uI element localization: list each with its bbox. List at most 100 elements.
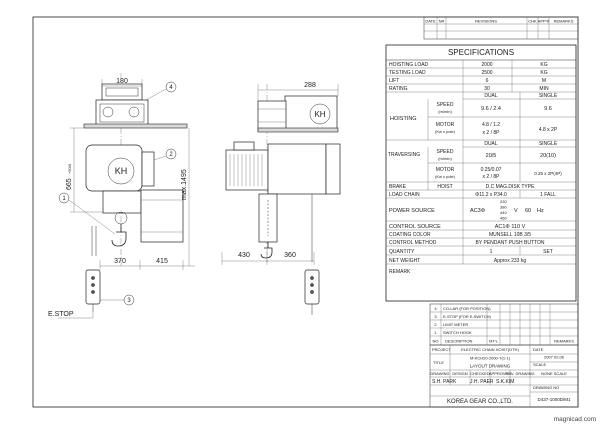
tb-role-design: DESIGN bbox=[452, 371, 467, 376]
dim-front-bottom-left: 370 bbox=[114, 258, 126, 265]
tb-drawing-no: D437-1000D/M1 bbox=[537, 397, 571, 402]
spec-remark-label: REMARK bbox=[389, 269, 411, 275]
spec-hoisting-motor-label: MOTOR bbox=[436, 122, 455, 128]
dim-front-height-tol: +50/0 bbox=[67, 163, 72, 174]
dim-side-bottom-right: 360 bbox=[284, 252, 296, 259]
spec-control-method-label: CONTROL METHOD bbox=[389, 240, 437, 246]
watermark: magnicad.com bbox=[554, 416, 596, 423]
tb-name-drawing: S.H. PARK bbox=[432, 379, 457, 385]
spec-traversing-speed-single: 20(10) bbox=[540, 153, 556, 159]
parts-header-remark: REMARKS bbox=[554, 339, 574, 344]
tb-role-approved: APPROVED bbox=[489, 371, 511, 376]
part-no-4: 4 bbox=[434, 306, 437, 311]
spec-hoisting-speed-label: SPEED bbox=[437, 102, 454, 108]
spec-lift-unit: M bbox=[542, 78, 546, 84]
spec-rating-label: RATING bbox=[389, 86, 408, 92]
dim-side-top: 288 bbox=[304, 82, 316, 89]
part-no-1: 1 bbox=[434, 330, 437, 335]
rev-header-appr: APP'R bbox=[538, 19, 550, 24]
spec-lift-value: 6 bbox=[486, 78, 489, 84]
spec-power-v2: 380 bbox=[500, 205, 507, 210]
spec-net-weight-value: Approx 233 kg bbox=[494, 258, 526, 264]
callout-1: 1 bbox=[62, 196, 66, 202]
spec-power-hz: Hz bbox=[537, 208, 544, 214]
tb-role-drawing: DRAWING bbox=[430, 371, 449, 376]
spec-power-v4: 460 bbox=[500, 216, 507, 221]
spec-coating-color-value: MUNSELL 10B 3/5 bbox=[489, 232, 531, 238]
spec-rating-unit: MIN bbox=[539, 86, 549, 92]
dim-front-top: 180 bbox=[116, 78, 128, 85]
spec-hoisting-load-unit: KG bbox=[540, 62, 547, 68]
rev-header-chk: CHK bbox=[528, 19, 537, 24]
dim-front-bottom-mid: 415 bbox=[156, 258, 168, 265]
tb-project-label: PROJECT bbox=[432, 347, 451, 352]
dim-side-bottom-left: 430 bbox=[238, 252, 250, 259]
sheet-border bbox=[32, 16, 579, 408]
spec-traversing-motor-single: 0.25 x 2P(4P) bbox=[534, 171, 562, 176]
tb-drawing-no-label: DRAWING NO bbox=[533, 385, 559, 390]
spec-traversing-col-dual: DUAL bbox=[484, 141, 498, 147]
tb-scale: NONE SCALE bbox=[541, 371, 567, 376]
spec-hoisting-col-dual: DUAL bbox=[484, 93, 498, 99]
parts-header-mat: MT'L bbox=[489, 339, 499, 344]
spec-load-chain-falls: 1 FALL bbox=[540, 192, 556, 198]
rev-header-remarks: REMARKS bbox=[554, 19, 574, 24]
part-desc-4: CO-LAR (FOR POSITION) bbox=[443, 306, 491, 311]
spec-hoisting-motor-dual-2: x 2 / 8P bbox=[483, 130, 501, 136]
tb-scale-label: SCALE bbox=[533, 362, 546, 367]
part-no-2: 2 bbox=[434, 322, 437, 327]
spec-brake-label: BRAKE bbox=[389, 184, 407, 190]
part-desc-3: E-STOP (FOR E-SWITCH) bbox=[443, 314, 492, 319]
spec-net-weight-label: NET WEIGHT bbox=[389, 258, 420, 264]
spec-quantity-value: 1 bbox=[490, 249, 493, 255]
front-kh-label: KH bbox=[115, 166, 128, 176]
spec-power-freq: 60 bbox=[525, 208, 531, 214]
spec-hoisting-speed-single: 9.6 bbox=[544, 106, 552, 112]
spec-hoisting-load-value: 2000 bbox=[481, 62, 492, 68]
callout-2: 2 bbox=[169, 152, 173, 158]
tb-date: 2007.02.06 bbox=[544, 355, 565, 360]
spec-hoisting-motor-single: 4.8 x 2P bbox=[539, 127, 558, 133]
spec-traversing-speed-dual: 20/5 bbox=[486, 153, 497, 159]
rev-header-revisions: REVISIONS bbox=[475, 19, 497, 24]
spec-hoisting-motor-unit: (Kw x pole) bbox=[435, 129, 456, 134]
spec-rating-value: 30 bbox=[484, 86, 490, 92]
spec-power-prefix: AC3Φ bbox=[470, 208, 486, 214]
tb-model: M-KCH20-2000-T(1-1) bbox=[470, 356, 511, 361]
revision-block: DATE NR REVISIONS CHK APP'R REMARKS bbox=[423, 16, 579, 40]
tb-title: LAYOUT DRAWING bbox=[470, 364, 511, 369]
spec-hoisting-load-label: HOISTING LOAD bbox=[389, 62, 429, 68]
spec-traversing-col-single: SINGLE bbox=[539, 141, 558, 147]
part-no-3: 3 bbox=[434, 314, 437, 319]
tb-company: KOREA GEAR CO.,LTD. bbox=[447, 399, 513, 405]
spec-traversing-label: TRAVERSING bbox=[388, 152, 420, 158]
part-desc-1: SWITCH HOOK bbox=[443, 330, 472, 335]
spec-load-chain-label: LOAD CHAIN bbox=[389, 192, 420, 198]
spec-power-v1: 220 bbox=[500, 199, 507, 204]
spec-traversing-motor-dual-1: 0.25/0.07 bbox=[481, 167, 502, 173]
spec-testing-load-value: 2500 bbox=[481, 70, 492, 76]
dim-front-max: max.1495 bbox=[181, 169, 188, 200]
tb-role-rev: REV. DRAWING bbox=[505, 371, 534, 376]
tb-name-checked: J.H. PAER bbox=[470, 379, 494, 385]
spec-title: SPECIFICATIONS bbox=[448, 48, 514, 57]
spec-hoisting-motor-dual-1: 4.8 / 1.2 bbox=[482, 122, 500, 128]
spec-control-method-value: BY PENDANT PUSH BUTTON bbox=[476, 240, 545, 246]
spec-brake-sub: HOIST bbox=[437, 184, 452, 190]
spec-hoisting-speed-dual: 9.6 / 2.4 bbox=[481, 106, 501, 112]
spec-control-source-value: AC1Φ 110 V bbox=[495, 224, 526, 230]
spec-quantity-unit: SET bbox=[543, 249, 553, 255]
spec-hoisting-label: HOISTING bbox=[390, 116, 417, 122]
spec-traversing-motor-label: MOTOR bbox=[436, 167, 455, 173]
parts-header-desc: DESCRIPTION bbox=[445, 339, 472, 344]
dim-front-height: 665 bbox=[66, 178, 73, 190]
parts-list: 4 CO-LAR (FOR POSITION) 3 E-STOP (FOR E-… bbox=[429, 303, 579, 346]
title-block: PROJECT ELECTRIC CHAIN HOIST(DTH) DATE 2… bbox=[429, 344, 579, 408]
spec-lift-label: LIFT bbox=[389, 78, 399, 84]
spec-power-volt: V bbox=[514, 208, 518, 214]
spec-coating-color-label: COATING COLOR bbox=[389, 232, 431, 238]
spec-traversing-motor-dual-2: x 2 / 8P bbox=[483, 174, 501, 180]
spec-traversing-speed-label: SPEED bbox=[437, 149, 454, 155]
spec-brake-value: D.C MAG.DISK TYPE bbox=[486, 184, 535, 190]
